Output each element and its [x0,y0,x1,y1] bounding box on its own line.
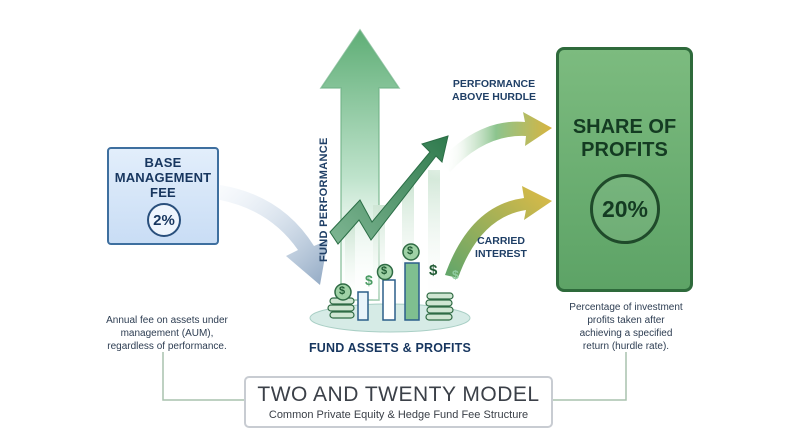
label-line: PERFORMANCE [452,78,536,90]
dollar-icon: $ [365,272,373,288]
fund-assets-label: FUND ASSETS & PROFITS [308,341,472,355]
dollar-icon: $ [407,245,414,257]
model-subtitle: Common Private Equity & Hedge Fund Fee S… [268,409,529,421]
share-percent: 20% [601,195,649,222]
base-management-fee-box: BASE MANAGEMENT FEE 2% [107,147,219,245]
carried-interest-label: CARRIED INTEREST [466,235,536,261]
base-fee-title-line: BASE [144,155,182,170]
model-title-box: TWO AND TWENTY MODEL Common Private Equi… [244,376,553,428]
share-of-profits-title: SHARE OF PROFITS [559,116,690,162]
desc-line: profits taken after [587,315,665,326]
desc-line: return (hurdle rate). [582,341,670,352]
left-connector [162,352,244,401]
share-title-line: SHARE OF [572,116,677,138]
base-fee-percent-badge: 2% [147,203,181,237]
base-fee-arrow [220,185,328,285]
carried-interest-arrow [445,186,552,278]
share-of-profits-box: SHARE OF PROFITS 20% [556,47,693,292]
connector-lines [162,352,627,401]
desc-line: management (AUM), [120,328,214,339]
base-fee-title: BASE MANAGEMENT FEE [109,155,217,200]
coin-stacks [327,292,454,321]
base-fee-title-line: FEE [150,185,176,200]
desc-line: achieving a specified [579,328,673,339]
share-title-line: PROFITS [581,139,668,161]
dollar-icon: $ [429,262,438,279]
desc-line: regardless of performance. [107,341,227,352]
performance-arrow [440,112,552,172]
dollar-icon: $ [381,265,388,277]
share-percent-badge: 20% [590,174,660,244]
base-fee-percent: 2% [153,211,175,229]
right-connector [553,352,627,401]
fund-performance-arrow [319,28,401,301]
growth-zigzag-arrow [329,120,468,245]
label-line: CARRIED [477,235,525,247]
desc-line: Percentage of investment [569,302,683,313]
base-fee-description: Annual fee on assets under management (A… [92,314,242,353]
label-line: INTEREST [475,248,527,260]
dollar-coins [334,243,420,301]
base-fee-title-line: MANAGEMENT [114,170,212,185]
fund-performance-label: FUND PERFORMANCE [318,137,330,262]
label-line: ABOVE HURDLE [451,91,536,103]
growth-bars [357,262,420,321]
model-title: TWO AND TWENTY MODEL [257,383,540,406]
performance-above-hurdle-label: PERFORMANCE ABOVE HURDLE [440,78,548,104]
dollar-icon: $ [452,268,459,282]
profit-share-description: Percentage of investment profits taken a… [551,301,701,353]
desc-line: Annual fee on assets under [106,315,228,326]
dollar-icon: $ [339,285,346,297]
